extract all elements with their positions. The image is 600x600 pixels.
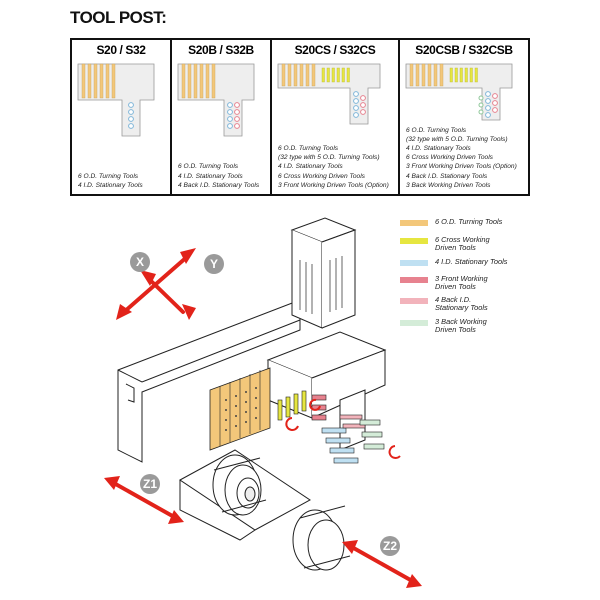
- legend-swatch: [400, 277, 428, 283]
- toolpost-illustration-s20: [77, 63, 155, 137]
- column-lines: 6 O.D. Turning Tools (32 type with 5 O.D…: [278, 144, 389, 189]
- column-lines: 6 O.D. Turning Tools 4 I.D. Stationary T…: [178, 163, 260, 189]
- column-s20cs-s32cs: S20CS / S32CS 6 O.D. Turning Tools: [272, 40, 400, 194]
- arrow-head: [116, 304, 132, 320]
- cross-working-driven-tools: [277, 390, 307, 421]
- column-s20-s32: S20 / S32 6 O.D. Turning Tools 4 I.D. St…: [72, 40, 172, 194]
- z1-axis-label: Z1: [143, 477, 157, 491]
- tool-post-table: S20 / S32 6 O.D. Turning Tools 4 I.D. St…: [70, 38, 530, 196]
- column-header: S20B / S32B: [188, 43, 254, 57]
- motor-tower: [290, 217, 357, 329]
- xy-axis-arrows: [122, 254, 190, 314]
- back-working-driven-tools: [359, 419, 385, 450]
- legend-swatch: [400, 260, 428, 266]
- machine-diagram: X Y Z1 Z2: [104, 217, 422, 588]
- y-axis-label: Y: [210, 257, 218, 271]
- arrow-head: [182, 304, 196, 320]
- back-id-stationary-tools: [339, 414, 366, 429]
- column-lines: 6 O.D. Turning Tools (32 type with 5 O.D…: [406, 126, 517, 189]
- column-lines: 6 O.D. Turning Tools 4 I.D. Stationary T…: [78, 172, 143, 189]
- id-stationary-tools: [321, 427, 359, 464]
- legend-swatch: [400, 298, 428, 304]
- sub-spindle: [292, 505, 351, 571]
- arrow-head: [140, 270, 156, 286]
- column-s20b-s32b: S20B / S32B 6 O.D. Turning Tools 4 I.D. …: [172, 40, 272, 194]
- legend-swatch: [400, 220, 428, 226]
- x-axis-label: X: [136, 255, 144, 269]
- z2-axis-arrow: Z2: [342, 536, 422, 588]
- z1-axis-arrow: Z1: [104, 474, 184, 524]
- z2-axis-label: Z2: [383, 539, 397, 553]
- column-header: S20CSB / S32CSB: [415, 43, 513, 57]
- toolpost-illustration-s20cs: [277, 63, 381, 125]
- arrow-head: [180, 248, 196, 264]
- main-spindle: [212, 454, 267, 516]
- legend-swatch: [400, 320, 428, 326]
- rotation-arcs: [285, 398, 401, 459]
- page-title: TOOL POST:: [70, 8, 167, 27]
- x-axis-badge: X: [130, 252, 150, 272]
- legend-swatch: [400, 238, 428, 244]
- column-s20csb-s32csb: S20CSB / S32CSB: [400, 40, 528, 194]
- od-turning-tools: [209, 367, 271, 451]
- toolpost-illustration-s20b: [177, 63, 255, 137]
- column-header: S20CS / S32CS: [294, 43, 376, 57]
- y-axis-badge: Y: [204, 254, 224, 274]
- column-header: S20 / S32: [96, 43, 146, 57]
- toolpost-illustration-s20csb: [405, 63, 513, 121]
